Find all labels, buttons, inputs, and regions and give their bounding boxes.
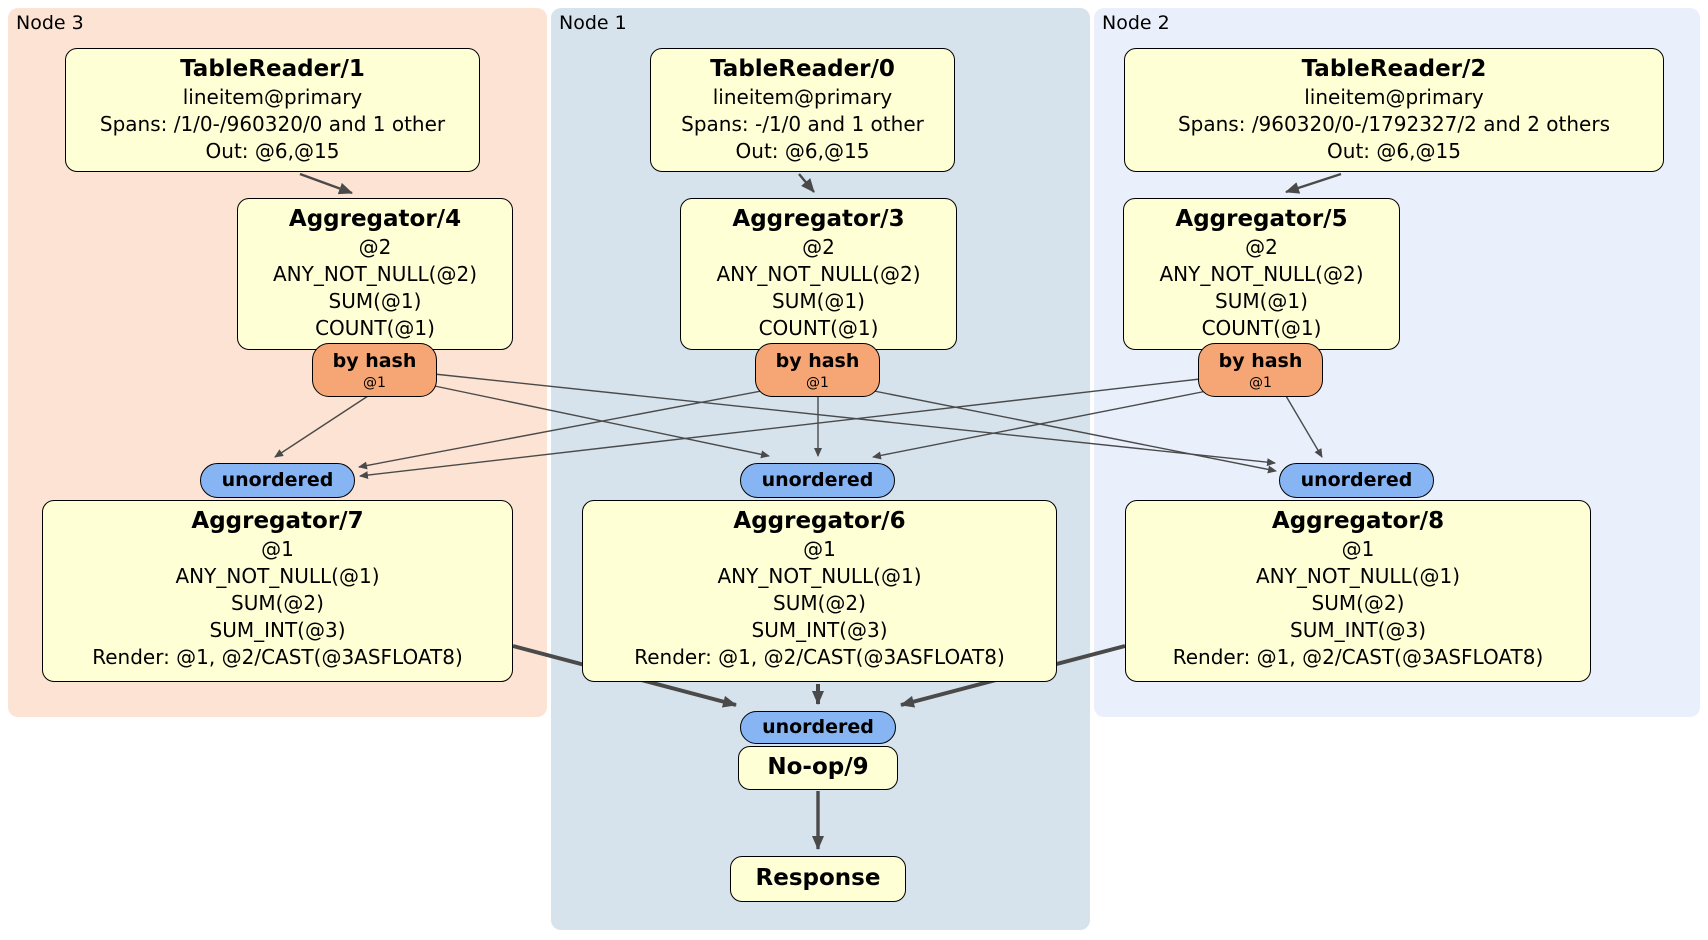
- processor-aggregator-3: Aggregator/3 @2 ANY_NOT_NULL(@2) SUM(@1)…: [680, 198, 957, 350]
- processor-detail: Render: @1, @2/CAST(@3ASFLOAT8): [1172, 645, 1544, 669]
- processor-detail: Spans: /1/0-/960320/0 and 1 other: [99, 112, 446, 136]
- processor-detail: SUM(@1): [328, 289, 422, 313]
- router-label: by hash: [332, 350, 417, 372]
- edge-tr2-to-agg5: [1285, 172, 1342, 194]
- processor-detail: Spans: /960320/0-/1792327/2 and 2 others: [1177, 112, 1610, 136]
- processor-detail: @1: [803, 537, 836, 561]
- processor-detail: @1: [261, 537, 294, 561]
- edge-byhash4-to-unordered-left: [274, 395, 369, 458]
- sync-unordered-right: unordered: [1279, 463, 1434, 498]
- processor-detail: SUM(@2): [1311, 591, 1405, 615]
- processor-detail: SUM(@1): [1215, 289, 1308, 313]
- processor-detail: @2: [802, 235, 835, 259]
- processor-detail: lineitem@primary: [182, 85, 363, 109]
- processor-title: Aggregator/8: [1271, 508, 1445, 534]
- router-by-hash-3: by hash @1: [755, 343, 880, 397]
- response-title: Response: [755, 865, 881, 891]
- processor-detail: ANY_NOT_NULL(@1): [175, 564, 380, 588]
- processor-aggregator-4: Aggregator/4 @2 ANY_NOT_NULL(@2) SUM(@1)…: [237, 198, 513, 350]
- router-by-hash-4: by hash @1: [312, 343, 437, 397]
- processor-title: Aggregator/3: [732, 206, 905, 232]
- processor-detail: ANY_NOT_NULL(@1): [717, 564, 922, 588]
- processor-aggregator-6: Aggregator/6 @1 ANY_NOT_NULL(@1) SUM(@2)…: [582, 500, 1057, 682]
- processor-aggregator-5: Aggregator/5 @2 ANY_NOT_NULL(@2) SUM(@1)…: [1123, 198, 1400, 350]
- sync-unordered-left: unordered: [200, 463, 355, 498]
- router-label: by hash: [775, 350, 860, 372]
- processor-detail: SUM_INT(@3): [751, 618, 888, 642]
- processor-detail: Render: @1, @2/CAST(@3ASFLOAT8): [634, 645, 1005, 669]
- processor-detail: @1: [1341, 537, 1375, 561]
- processor-detail: ANY_NOT_NULL(@2): [716, 262, 921, 286]
- processor-title: No-op/9: [767, 754, 869, 780]
- edge-tr0-to-agg3: [798, 173, 815, 193]
- processor-tablereader-2: TableReader/2 lineitem@primary Spans: /9…: [1124, 48, 1664, 172]
- edge-tr1-to-agg4: [299, 172, 353, 195]
- processor-detail: Render: @1, @2/CAST(@3ASFLOAT8): [92, 645, 463, 669]
- processor-detail: SUM(@2): [773, 591, 866, 615]
- response-node: Response: [730, 856, 906, 902]
- processor-detail: COUNT(@1): [758, 316, 879, 340]
- processor-detail: SUM(@1): [772, 289, 865, 313]
- processor-tablereader-0: TableReader/0 lineitem@primary Spans: -/…: [650, 48, 955, 172]
- processor-aggregator-7: Aggregator/7 @1 ANY_NOT_NULL(@1) SUM(@2)…: [42, 500, 513, 682]
- processor-title: TableReader/2: [1301, 56, 1487, 82]
- processor-detail: @2: [1245, 235, 1278, 259]
- router-key: @1: [1249, 375, 1272, 391]
- processor-detail: SUM_INT(@3): [1290, 618, 1426, 642]
- processor-detail: @2: [358, 235, 392, 259]
- processor-detail: Spans: -/1/0 and 1 other: [681, 112, 924, 136]
- region-label-node1: Node 1: [559, 12, 627, 34]
- processor-detail: lineitem@primary: [712, 85, 893, 109]
- sync-unordered-center: unordered: [740, 463, 895, 498]
- processor-title: Aggregator/4: [288, 206, 462, 232]
- processor-detail: SUM(@2): [231, 591, 324, 615]
- edge-byhash3-to-unordered-right: [863, 388, 1277, 474]
- processor-detail: ANY_NOT_NULL(@2): [1159, 262, 1364, 286]
- processor-detail: COUNT(@1): [1201, 316, 1322, 340]
- processor-detail: Out: @6,@15: [205, 139, 340, 163]
- edge-byhash4-to-unordered-center: [424, 383, 770, 459]
- processor-title: Aggregator/6: [733, 508, 906, 534]
- processor-title: Aggregator/7: [191, 508, 364, 534]
- processor-tablereader-1: TableReader/1 lineitem@primary Spans: /1…: [65, 48, 480, 172]
- processor-detail: ANY_NOT_NULL(@2): [273, 262, 477, 286]
- region-label-node2: Node 2: [1102, 12, 1170, 34]
- edge-byhash5-to-unordered-center: [872, 389, 1213, 460]
- router-label: by hash: [1218, 350, 1303, 372]
- processor-detail: lineitem@primary: [1304, 85, 1484, 109]
- edge-byhash5-to-unordered-right: [1285, 395, 1323, 458]
- region-label-node3: Node 3: [16, 12, 84, 34]
- sync-unordered-final: unordered: [740, 711, 896, 744]
- processor-title: Aggregator/5: [1175, 206, 1348, 232]
- processor-detail: ANY_NOT_NULL(@1): [1256, 564, 1460, 588]
- processor-detail: Out: @6,@15: [735, 139, 870, 163]
- processor-detail: COUNT(@1): [315, 316, 435, 340]
- edge-byhash3-to-unordered-left: [358, 388, 773, 470]
- processor-detail: Out: @6,@15: [1327, 139, 1461, 163]
- processor-title: TableReader/0: [710, 56, 895, 82]
- router-by-hash-5: by hash @1: [1198, 343, 1323, 397]
- processor-title: TableReader/1: [180, 56, 365, 82]
- processor-aggregator-8: Aggregator/8 @1 ANY_NOT_NULL(@1) SUM(@2)…: [1125, 500, 1591, 682]
- processor-detail: SUM_INT(@3): [209, 618, 346, 642]
- processor-noop: No-op/9: [738, 746, 898, 790]
- router-key: @1: [806, 375, 829, 391]
- edge-byhash5-to-unordered-left: [359, 378, 1201, 480]
- router-key: @1: [363, 375, 386, 391]
